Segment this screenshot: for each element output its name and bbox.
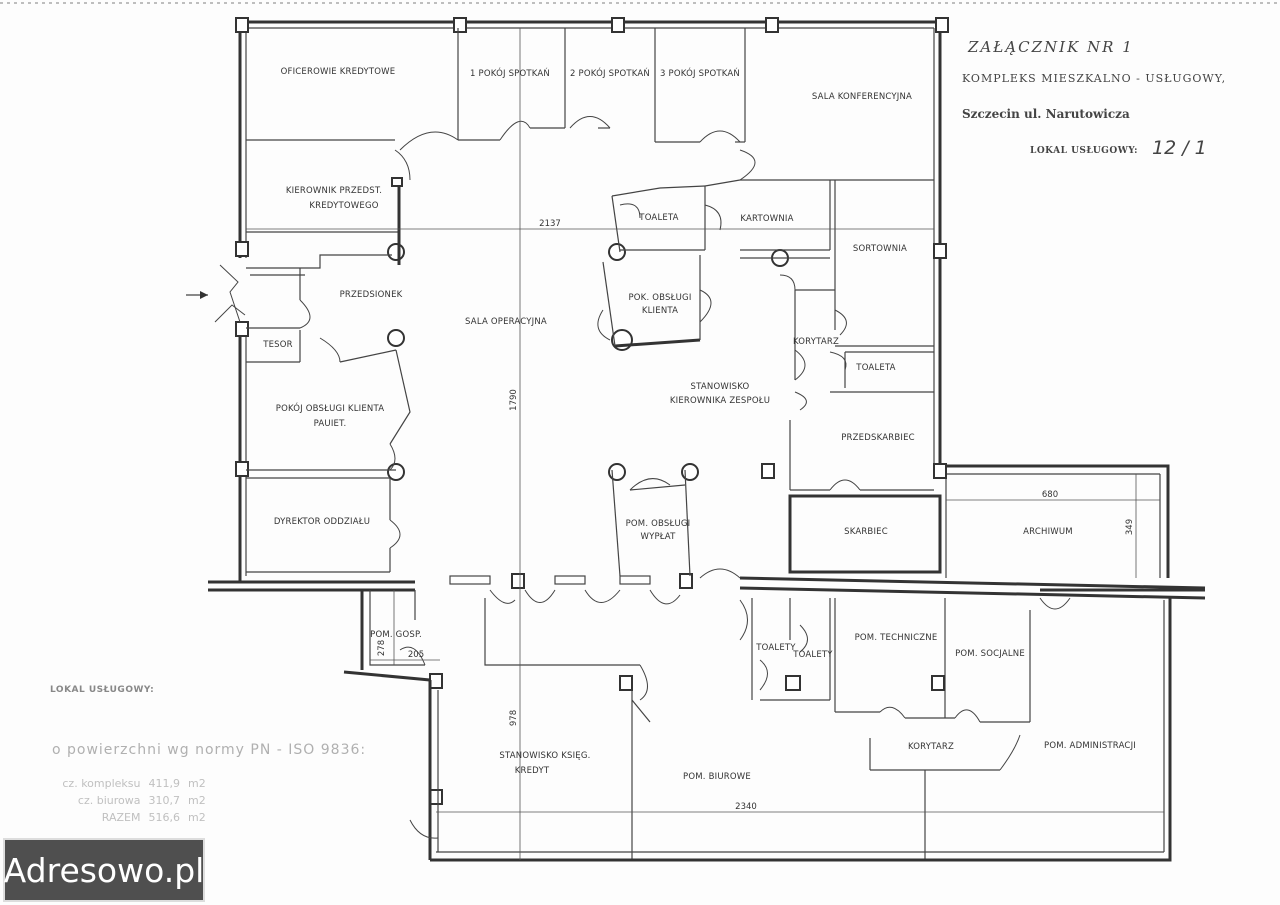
room-label: SKARBIEC bbox=[844, 527, 888, 537]
room-label: ARCHIWUM bbox=[1023, 527, 1073, 537]
area-row-value: 310,7 bbox=[148, 794, 181, 807]
room-label: KIEROWNIK PRZEDST. bbox=[286, 186, 382, 196]
area-row-label: cz. kompleksu bbox=[62, 777, 141, 790]
dimension-lines bbox=[246, 28, 1164, 860]
footer-area-norm: o powierzchni wg normy PN - ISO 9836: bbox=[52, 742, 367, 758]
room-label: TESOR bbox=[262, 340, 293, 350]
room-label: TOALETA bbox=[855, 363, 895, 373]
room-label: SORTOWNIA bbox=[853, 244, 907, 254]
room-label: PRZEDSIONEK bbox=[340, 290, 403, 300]
room-label: POM. SOCJALNE bbox=[955, 649, 1025, 659]
dimension-label: 680 bbox=[1042, 490, 1058, 500]
complex-title: KOMPLEKS MIESZKALNO - USŁUGOWY, bbox=[962, 72, 1227, 85]
room-label: 1 POKÓJ SPOTKAŃ bbox=[470, 67, 550, 79]
area-row-label: RAZEM bbox=[101, 811, 141, 824]
dimension-label: 349 bbox=[1125, 519, 1135, 535]
room-label: WYPŁAT bbox=[640, 532, 676, 542]
area-row-unit: m2 bbox=[188, 811, 206, 824]
area-row-value: 411,9 bbox=[148, 777, 181, 790]
area-row-label: cz. biurowa bbox=[77, 794, 141, 807]
entrance bbox=[186, 264, 246, 323]
room-label: 2 POKÓJ SPOTKAŃ bbox=[570, 67, 650, 79]
dimension-label: 2340 bbox=[735, 802, 757, 812]
interior-walls bbox=[246, 28, 1205, 862]
area-row-unit: m2 bbox=[188, 777, 206, 790]
room-label: TOALETY bbox=[792, 650, 833, 660]
room-label: PRZEDSKARBIEC bbox=[841, 433, 915, 443]
room-label: TOALETY bbox=[755, 643, 796, 653]
room-label: KORYTARZ bbox=[908, 742, 954, 752]
room-label: KREDYT bbox=[515, 766, 550, 776]
unit-number: 12 / 1 bbox=[1152, 137, 1207, 159]
room-label: POM. TECHNICZNE bbox=[855, 633, 938, 643]
outer-walls bbox=[208, 20, 1206, 600]
room-label: POM. OBSŁUGI bbox=[626, 519, 691, 529]
address-label: Szczecin ul. Narutowicza bbox=[962, 107, 1130, 121]
room-label: KIEROWNIKA ZESPOŁU bbox=[670, 396, 770, 406]
room-label: POK. OBSŁUGI bbox=[628, 293, 691, 303]
room-label: OFICEROWIE KREDYTOWE bbox=[281, 67, 396, 77]
watermark-logo: Adresowo.pl bbox=[3, 838, 205, 902]
room-label: SALA OPERACYJNA bbox=[465, 317, 547, 327]
area-row-unit: m2 bbox=[188, 794, 206, 807]
dimension-label: 205 bbox=[408, 650, 424, 660]
dimension-label: 2137 bbox=[539, 219, 561, 229]
footer-area-table: cz. kompleksu 411,9 m2 cz. biurowa 310,7… bbox=[30, 775, 210, 826]
area-row: RAZEM 516,6 m2 bbox=[30, 809, 210, 826]
room-label: TOALETA bbox=[638, 213, 678, 223]
attachment-label: ZAŁĄCZNIK NR 1 bbox=[968, 38, 1134, 56]
dimension-label: 978 bbox=[509, 710, 519, 726]
area-row: cz. biurowa 310,7 m2 bbox=[30, 792, 210, 809]
room-label: POKÓJ OBSŁUGI KLIENTA bbox=[276, 402, 384, 414]
room-label: KARTOWNIA bbox=[740, 214, 793, 224]
room-label: KORYTARZ bbox=[793, 337, 839, 347]
footer-unit-label: LOKAL USŁUGOWY: bbox=[50, 685, 155, 695]
room-label: DYREKTOR ODDZIAŁU bbox=[274, 517, 370, 527]
room-label: POM. BIUROWE bbox=[683, 772, 751, 782]
structural-columns bbox=[235, 17, 949, 805]
dimension-labels: 2137 1790 680 349 278 205 978 2340 bbox=[377, 219, 1135, 812]
room-label: PAUIET. bbox=[314, 419, 347, 429]
room-label: STANOWISKO KSIĘG. bbox=[499, 751, 590, 761]
room-label: 3 POKÓJ SPOTKAŃ bbox=[660, 67, 740, 79]
door-swings bbox=[299, 116, 1071, 839]
room-label: KLIENTA bbox=[642, 306, 678, 316]
area-row: cz. kompleksu 411,9 m2 bbox=[30, 775, 210, 792]
round-columns bbox=[387, 243, 789, 481]
room-label: STANOWISKO bbox=[691, 382, 750, 392]
room-labels: OFICEROWIE KREDYTOWE 1 POKÓJ SPOTKAŃ 2 P… bbox=[262, 67, 1136, 782]
dimension-label: 278 bbox=[377, 640, 387, 656]
room-label: SALA KONFERENCYJNA bbox=[812, 92, 912, 102]
room-label: POM. ADMINISTRACJI bbox=[1044, 741, 1136, 751]
dimension-label: 1790 bbox=[509, 389, 519, 411]
unit-label: LOKAL USŁUGOWY: bbox=[1030, 146, 1138, 156]
area-row-value: 516,6 bbox=[148, 811, 181, 824]
room-label: KREDYTOWEGO bbox=[309, 201, 378, 211]
room-label: POM. GOSP. bbox=[370, 630, 422, 640]
fixtures bbox=[391, 177, 945, 691]
